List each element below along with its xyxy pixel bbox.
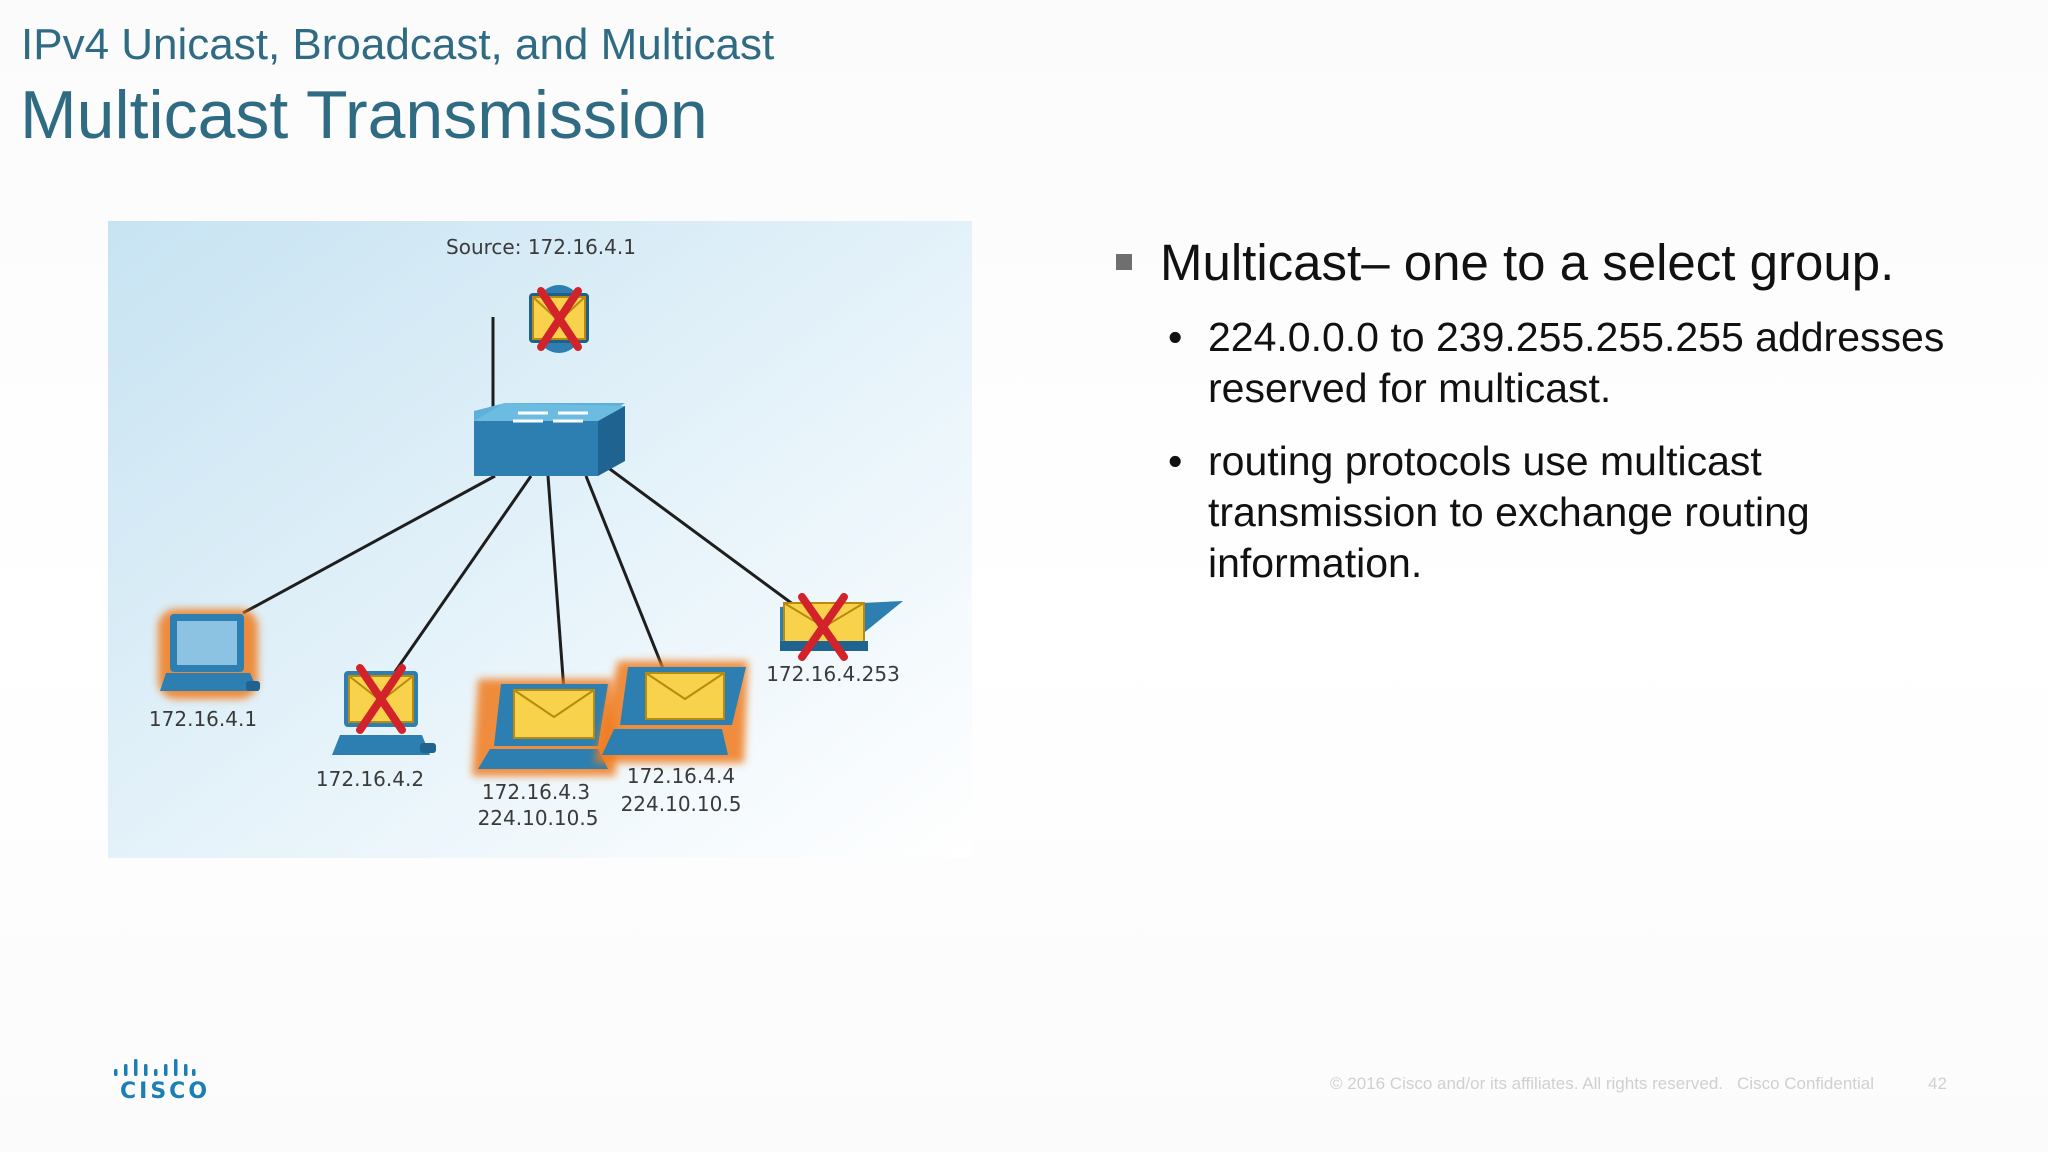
slide-subtitle: IPv4 Unicast, Broadcast, and Multicast: [21, 20, 775, 69]
sub-bullet-1-text: 224.0.0.0 to 239.255.255.255 addresses r…: [1208, 314, 1945, 411]
link-host-5: [598, 459, 814, 621]
reject-x-icon: [356, 664, 406, 734]
link-host-4: [584, 475, 670, 682]
footer-copyright: © 2016 Cisco and/or its affiliates. All …: [1330, 1074, 1724, 1093]
page-number: 42: [1928, 1074, 1947, 1093]
reject-x-icon: [798, 593, 848, 661]
host-4-ip: 172.16.4.4: [627, 764, 735, 788]
host-1-desktop-icon: [158, 609, 260, 699]
host-3-laptop-icon: [472, 679, 616, 776]
host-1-ip: 172.16.4.1: [149, 707, 257, 731]
host-3-ip: 172.16.4.3: [482, 780, 590, 804]
square-bullet-icon: [1116, 254, 1132, 270]
bullet-list: Multicast– one to a select group. • 224.…: [1112, 232, 1992, 589]
footer-confidential: Cisco Confidential: [1737, 1074, 1875, 1093]
host-4-group: 224.10.10.5: [621, 792, 742, 816]
slide-title: Multicast Transmission: [20, 77, 708, 153]
host-4-laptop-icon: [594, 661, 748, 763]
dot-bullet-icon: •: [1168, 438, 1183, 484]
network-links: [242, 317, 814, 692]
footer-legal: © 2016 Cisco and/or its affiliates. All …: [1330, 1074, 1874, 1094]
cisco-logo-icon: [114, 1059, 196, 1076]
host-2-ip: 172.16.4.2: [316, 767, 424, 791]
link-host-2: [388, 475, 533, 680]
link-host-3: [546, 475, 566, 692]
source-label: Source: 172.16.4.1: [446, 235, 636, 259]
source-device-icon: [529, 285, 589, 353]
sub-bullet-2-text: routing protocols use multicast transmis…: [1208, 438, 1810, 586]
reject-x-icon: [537, 287, 582, 351]
sub-bullet-2: • routing protocols use multicast transm…: [1112, 436, 1992, 589]
bullet-main-text: Multicast– one to a select group.: [1160, 234, 1895, 291]
sub-bullet-1: • 224.0.0.0 to 239.255.255.255 addresses…: [1112, 312, 1992, 414]
host-5-ip: 172.16.4.253: [766, 662, 900, 686]
dot-bullet-icon: •: [1168, 314, 1183, 360]
link-host-1: [242, 474, 496, 615]
host-5-router-icon: [780, 593, 903, 661]
multicast-diagram: Source: 172.16.4.1: [108, 221, 972, 858]
cisco-logo-text: CISCO: [120, 1079, 211, 1104]
host-2-desktop-icon: [332, 664, 436, 755]
switch-icon: [474, 403, 625, 476]
bullet-main: Multicast– one to a select group.: [1112, 232, 1992, 294]
host-3-group: 224.10.10.5: [478, 806, 599, 830]
